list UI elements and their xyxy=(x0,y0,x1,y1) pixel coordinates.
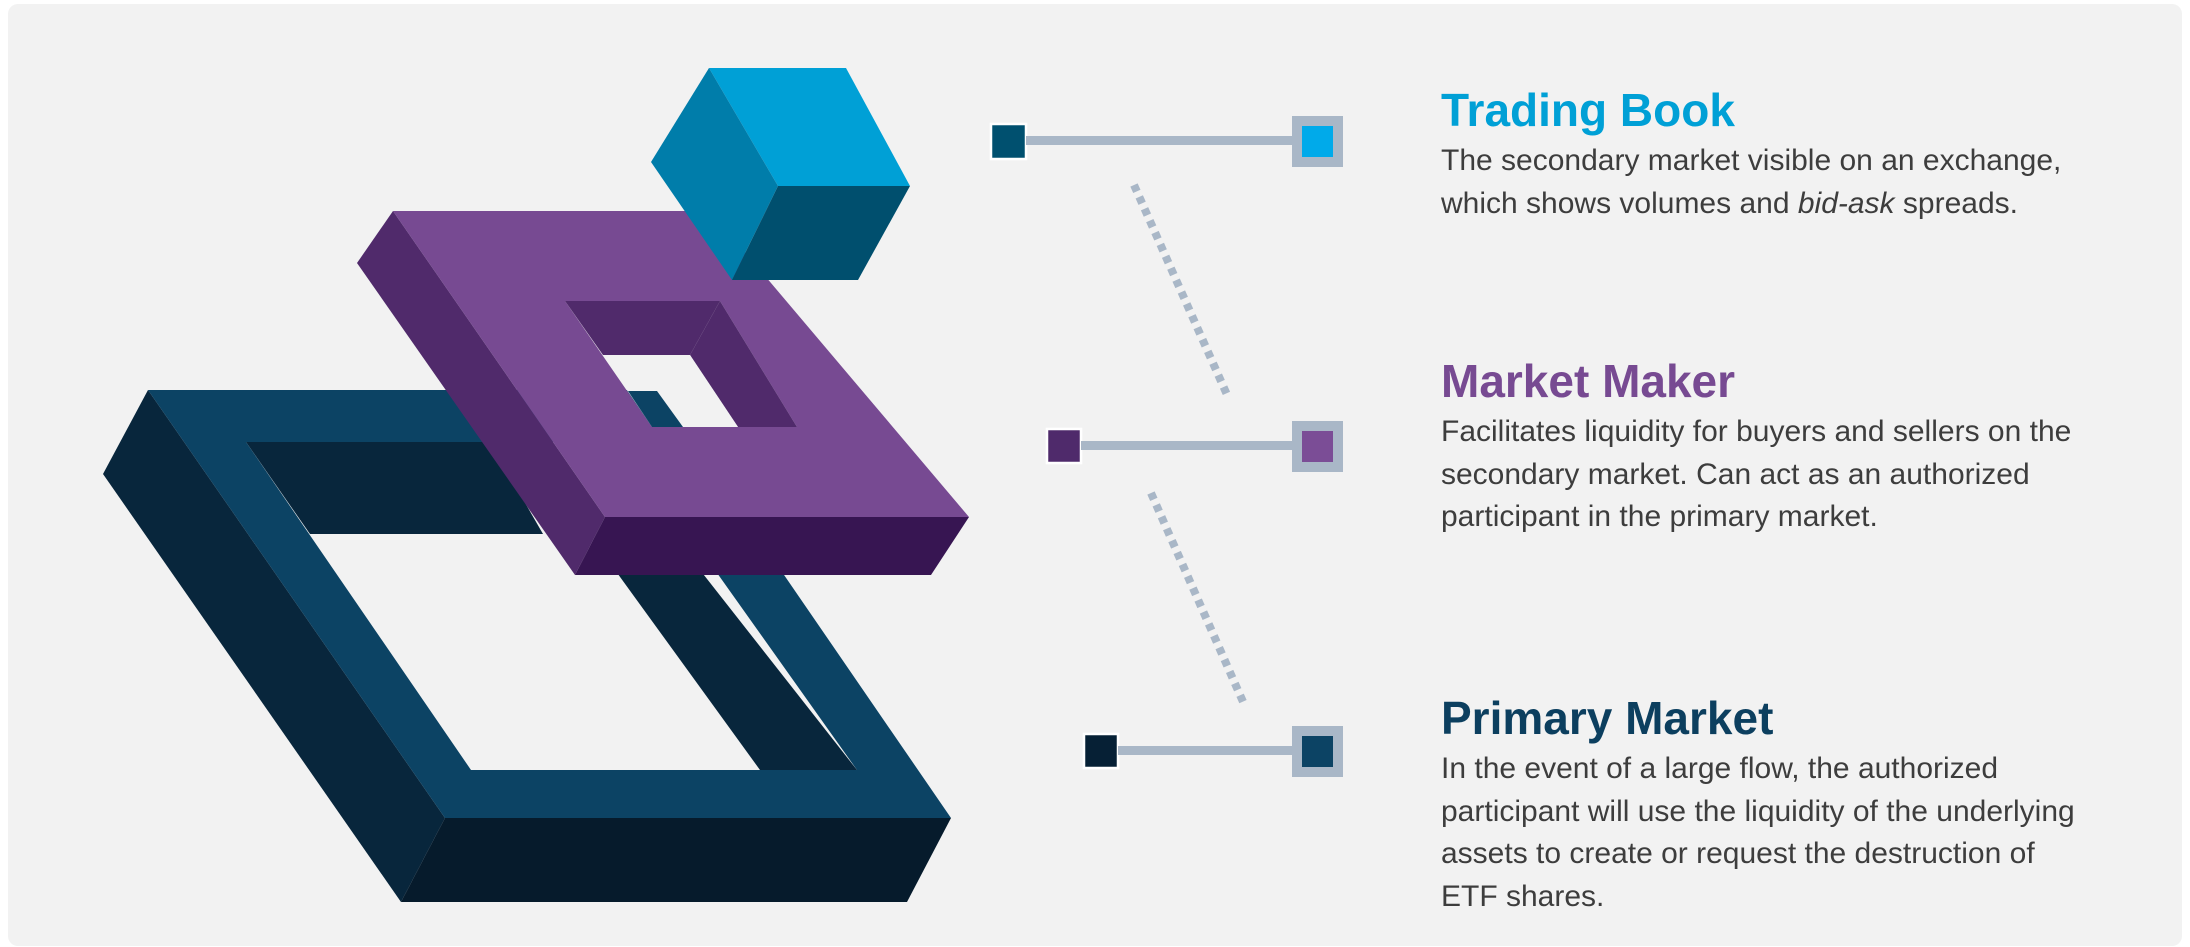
market-maker-description: Facilitates liquidity for buyers and sel… xyxy=(1441,415,2072,533)
primary-market-title: Primary Market xyxy=(1441,692,1774,744)
trading-book-title: Trading Book xyxy=(1441,84,1735,136)
trading-book-description: The secondary market visible on an excha… xyxy=(1441,140,2081,225)
dotted-link-top xyxy=(1130,183,1232,399)
market-maker-square xyxy=(357,211,969,575)
trading-book-block: Trading Book The secondary market visibl… xyxy=(1441,84,2081,225)
market-maker-title: Market Maker xyxy=(1441,355,1736,407)
primary-market-block: Primary Market In the event of a large f… xyxy=(1441,692,2081,918)
primary-market-description: In the event of a large flow, the author… xyxy=(1441,752,2075,913)
primary-market-frame xyxy=(103,390,951,902)
market-maker-block: Market Maker Facilitates liquidity for b… xyxy=(1441,355,2081,539)
dotted-link-bottom xyxy=(1147,491,1248,706)
trading-book-cube xyxy=(651,68,910,280)
trading-book-desc-c: spreads. xyxy=(1894,186,2018,220)
trading-book-connector xyxy=(989,116,1343,167)
primary-market-connector xyxy=(1082,726,1343,777)
market-maker-connector xyxy=(1045,421,1343,472)
trading-book-desc-a: The secondary market visible on an excha… xyxy=(1441,144,2062,220)
trading-book-desc-b: bid-ask xyxy=(1797,186,1895,220)
